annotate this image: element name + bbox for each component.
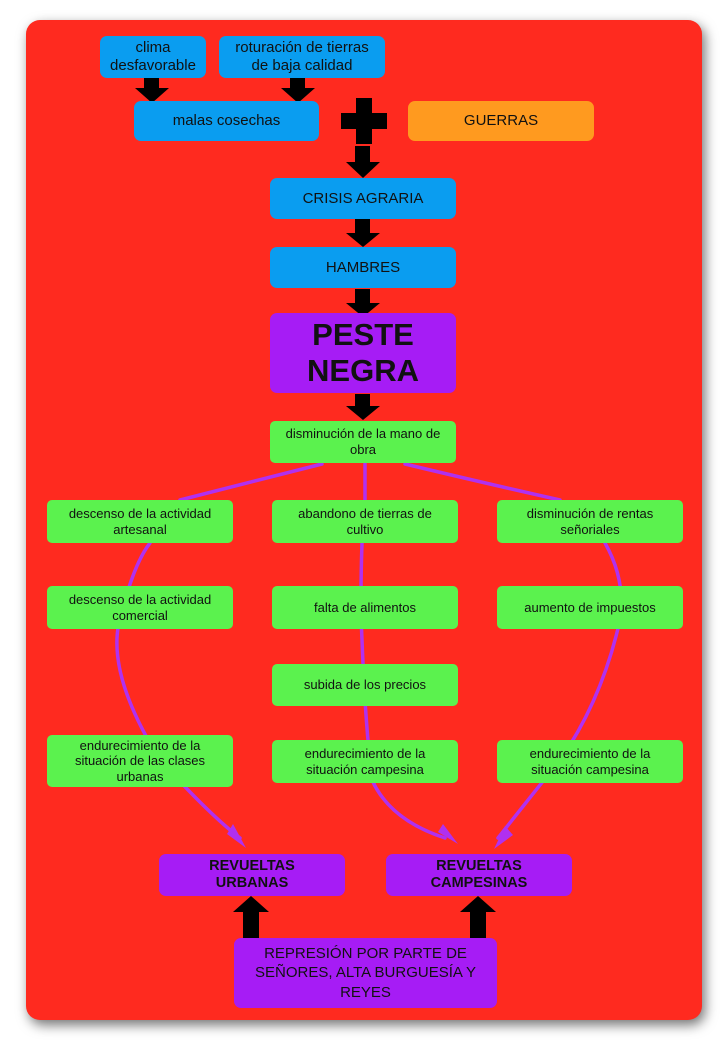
peste-negra-node: PESTE NEGRA: [270, 313, 456, 393]
aumento-impuestos-node: aumento de impuestos: [497, 586, 683, 629]
arrow-up-icon: [233, 896, 269, 938]
revueltas-campesinas-node: REVUELTAS CAMPESINAS: [386, 854, 572, 896]
roturacion-node: roturación de tierras de baja calidad: [219, 36, 385, 78]
endurecimiento-campesina-node: endurecimiento de la situación campesina: [272, 740, 458, 783]
arrow-down-icon: [346, 219, 380, 247]
subida-precios-node: subida de los precios: [272, 664, 458, 706]
disminucion-rentas-node: disminución de rentas señoriales: [497, 500, 683, 543]
abandono-tierras-node: abandono de tierras de cultivo: [272, 500, 458, 543]
endurecimiento-urbanas-node: endurecimiento de la situación de las cl…: [47, 735, 233, 787]
connector-arrowhead: [227, 824, 246, 848]
falta-alimentos-node: falta de alimentos: [272, 586, 458, 629]
connector-line: [115, 541, 242, 840]
connector-line: [496, 541, 624, 840]
arrow-up-icon: [460, 896, 496, 938]
disminucion-mano-obra-node: disminución de la mano de obra: [270, 421, 456, 463]
plus-icon: [341, 98, 387, 144]
malas-cosechas-node: malas cosechas: [134, 101, 319, 141]
connector-line: [403, 462, 562, 502]
endurecimiento-campesina-node: endurecimiento de la situación campesina: [497, 740, 683, 783]
arrow-down-icon: [281, 76, 315, 103]
guerras-node: GUERRAS: [408, 101, 594, 141]
revueltas-urbanas-node: REVUELTAS URBANAS: [159, 854, 345, 896]
hambres-node: HAMBRES: [270, 247, 456, 288]
arrow-down-icon: [346, 289, 380, 317]
arrow-down-icon: [346, 394, 380, 420]
represion-node: REPRESIÓN POR PARTE DE SEÑORES, ALTA BUR…: [234, 938, 497, 1008]
connector-line: [178, 462, 324, 502]
descenso-artesanal-node: descenso de la actividad artesanal: [47, 500, 233, 543]
arrow-down-icon: [135, 76, 169, 103]
crisis-agraria-node: CRISIS AGRARIA: [270, 178, 456, 219]
clima-node: clima desfavorable: [100, 36, 206, 78]
descenso-comercial-node: descenso de la actividad comercial: [47, 586, 233, 629]
connector-arrowhead: [494, 826, 513, 849]
connector-arrowhead: [438, 824, 458, 844]
arrow-down-icon: [346, 146, 380, 178]
